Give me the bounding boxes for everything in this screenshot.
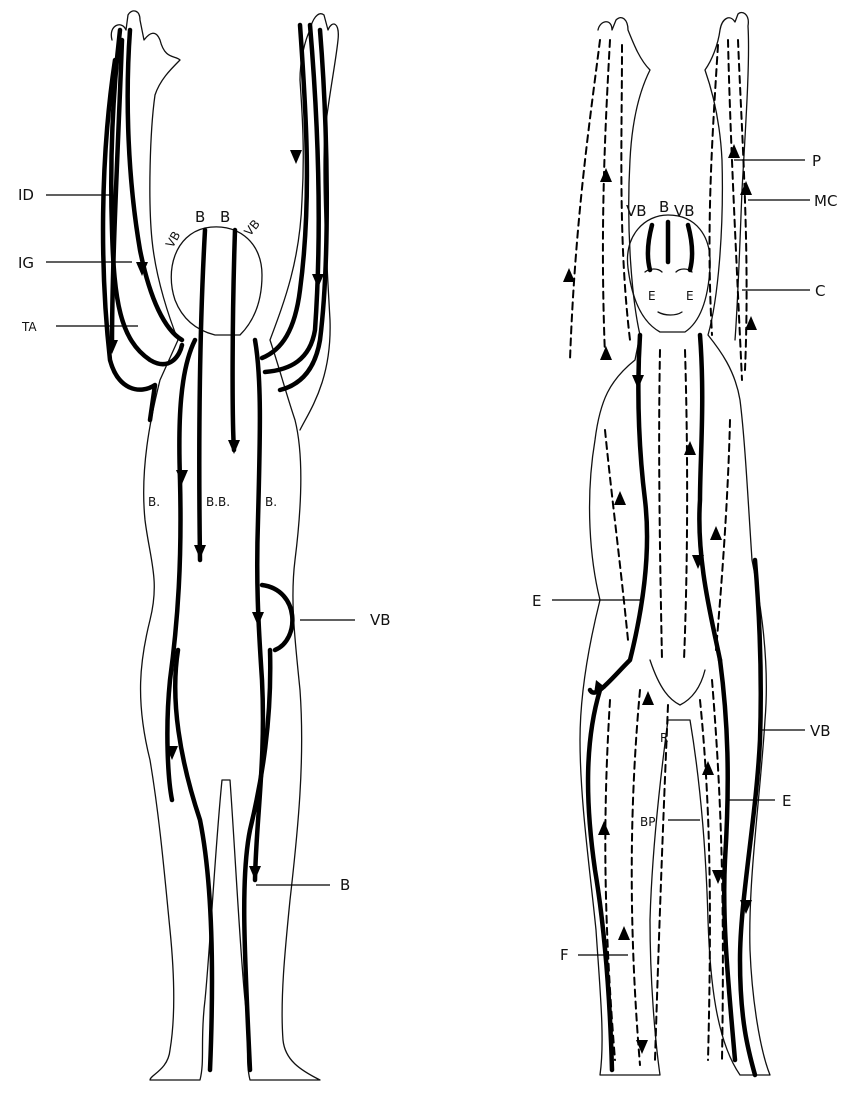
label-b-leg: B	[340, 876, 350, 894]
back-arrow-bb-2	[228, 440, 240, 454]
label-front-vb-leg: VB	[810, 722, 831, 740]
label-front-e-torso: E	[532, 592, 541, 610]
back-body-outline	[111, 11, 338, 1080]
label-ta: TA	[21, 320, 37, 334]
front-arrow-leg-f	[618, 926, 630, 940]
label-front-e-face-left: E	[648, 289, 656, 303]
back-meridian-ig	[128, 30, 182, 340]
front-dashed-leg-left-2	[632, 690, 640, 1065]
label-front-vb-left: VB	[626, 202, 647, 220]
label-bp: BP	[640, 815, 655, 829]
front-arrow-leg-right-1	[702, 761, 714, 775]
back-arrow-leg-right	[249, 866, 261, 880]
label-ig: IG	[18, 254, 34, 272]
back-arrow-right-arm-2	[312, 274, 324, 288]
front-dashed-torso-mid-left	[659, 350, 662, 660]
front-meridian-leg-left	[588, 690, 612, 1070]
front-meridian-vb-leg	[740, 560, 761, 1075]
front-arrow-arm-left-3	[600, 346, 612, 360]
label-c: C	[815, 282, 825, 300]
back-arrow-bb-3	[194, 545, 206, 559]
back-head-outline	[171, 227, 262, 335]
front-meridian-head-1	[648, 225, 652, 270]
label-id: ID	[18, 186, 34, 204]
back-view-figure: ID IG TA B B VB VB B. B.B. B. VB B	[18, 11, 391, 1080]
label-front-e-leg: E	[782, 792, 791, 810]
back-meridian-leg-left	[175, 650, 212, 1070]
label-b-head-2: B	[220, 208, 230, 226]
front-dashed-leg-right-1	[700, 700, 710, 1060]
label-front-e-face-right: E	[686, 289, 694, 303]
front-arrow-torso-right	[710, 526, 722, 540]
front-meridian-head-3	[688, 225, 692, 270]
front-view-figure: VB B VB P MC C E E E R VB E BP F	[532, 13, 837, 1076]
front-arrow-r	[642, 691, 654, 705]
front-arrow-arm-left-1	[563, 268, 575, 282]
label-b-head-1: B	[195, 208, 205, 226]
label-r: R	[660, 731, 668, 745]
front-pelvis	[650, 660, 705, 705]
label-front-vb-right: VB	[674, 202, 695, 220]
label-vb-hip: VB	[370, 611, 391, 629]
front-arrow-e-left	[632, 375, 644, 389]
back-meridian-hip-arc	[262, 585, 292, 650]
front-arrow-torso-mid	[684, 441, 696, 455]
label-b-back-right: B.	[265, 495, 277, 509]
front-arrow-arm-left-2	[600, 168, 612, 182]
front-dashed-torso-mid-right	[684, 350, 687, 660]
back-arrow-b-right	[252, 612, 264, 626]
back-meridian-bb-right	[233, 230, 235, 450]
label-vb-head-left: VB	[163, 229, 183, 250]
label-b-back-left: B.	[148, 495, 160, 509]
back-meridian-bb-left	[199, 230, 205, 560]
front-dashed-arm-left-2	[603, 40, 610, 355]
label-p: P	[812, 152, 821, 170]
front-arrow-arm-right-p	[728, 144, 740, 158]
front-arrow-torso-left	[614, 491, 626, 505]
front-meridian-e-right	[699, 335, 720, 660]
front-face-mouth	[658, 312, 682, 315]
front-dashed-arm-left-1	[570, 40, 600, 360]
back-meridian-b-left	[167, 340, 195, 800]
front-dashed-torso-left	[605, 430, 628, 640]
front-arrow-leg-left-1	[598, 821, 610, 835]
label-mc: MC	[814, 192, 837, 210]
label-f: F	[560, 946, 569, 964]
front-dashed-leg-mid	[655, 705, 668, 1060]
label-front-b: B	[659, 198, 669, 216]
front-dashed-leg-left-1	[605, 700, 615, 1060]
front-meridian-e-left	[590, 335, 647, 693]
label-bb-back-mid: B.B.	[206, 495, 230, 509]
front-arrow-foot	[636, 1040, 648, 1054]
back-arrow-right-arm-1	[290, 150, 302, 164]
